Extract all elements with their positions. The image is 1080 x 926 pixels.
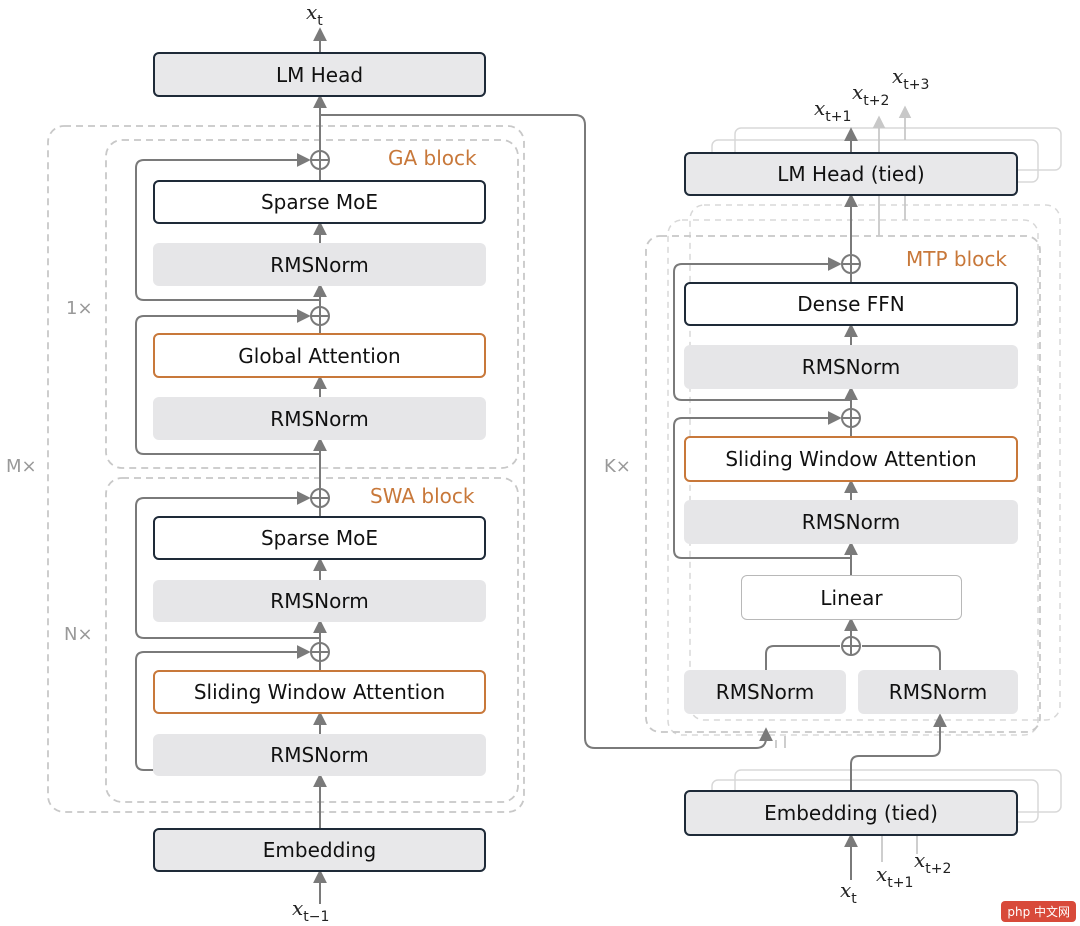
plus-circles-left — [310, 150, 330, 662]
swa-sliding-window-attention: Sliding Window Attention — [153, 670, 486, 714]
right-output-token-1: xt+1 — [814, 96, 852, 125]
mtp-dense-ffn: Dense FFN — [684, 282, 1018, 326]
left-lm-head: LM Head — [153, 52, 486, 97]
right-input-token-3: xt+2 — [914, 848, 952, 877]
ga-multiplier: 1× — [66, 298, 93, 319]
left-input-token: xt−1 — [292, 896, 330, 925]
plus-circles-right — [841, 254, 861, 656]
outer-multiplier-k: K× — [604, 456, 631, 477]
ga-rmsnorm-2: RMSNorm — [153, 397, 486, 440]
mtp-rmsnorm-swa: RMSNorm — [684, 500, 1018, 544]
swa-rmsnorm-2: RMSNorm — [153, 734, 486, 776]
swa-multiplier: N× — [64, 624, 93, 645]
watermark: php 中文网 — [1001, 901, 1076, 922]
swa-block-label: SWA block — [370, 484, 475, 508]
left-output-token: xt — [306, 0, 323, 29]
mtp-rmsnorm-left: RMSNorm — [684, 670, 846, 714]
left-containers — [47, 125, 525, 813]
right-output-token-2: xt+2 — [852, 80, 890, 109]
outer-multiplier-m: M× — [6, 456, 37, 477]
mtp-sliding-window-attention: Sliding Window Attention — [684, 436, 1018, 482]
mtp-rmsnorm-ffn: RMSNorm — [684, 345, 1018, 389]
swa-sparse-moe: Sparse MoE — [153, 516, 486, 560]
right-output-token-3: xt+3 — [892, 64, 930, 93]
right-embedding-tied: Embedding (tied) — [684, 790, 1018, 836]
mtp-rmsnorm-right: RMSNorm — [858, 670, 1018, 714]
swa-rmsnorm-1: RMSNorm — [153, 580, 486, 622]
mtp-block-label: MTP block — [906, 247, 1007, 271]
ga-rmsnorm-1: RMSNorm — [153, 243, 486, 286]
right-input-token-2: xt+1 — [876, 862, 914, 891]
mtp-container — [645, 235, 1041, 733]
ga-block-label: GA block — [388, 146, 477, 170]
left-embedding: Embedding — [153, 828, 486, 872]
right-input-token-1: xt — [840, 878, 857, 907]
right-lm-head-tied: LM Head (tied) — [684, 152, 1018, 196]
ga-global-attention: Global Attention — [153, 333, 486, 378]
ga-sparse-moe: Sparse MoE — [153, 180, 486, 224]
mtp-linear: Linear — [741, 575, 962, 620]
